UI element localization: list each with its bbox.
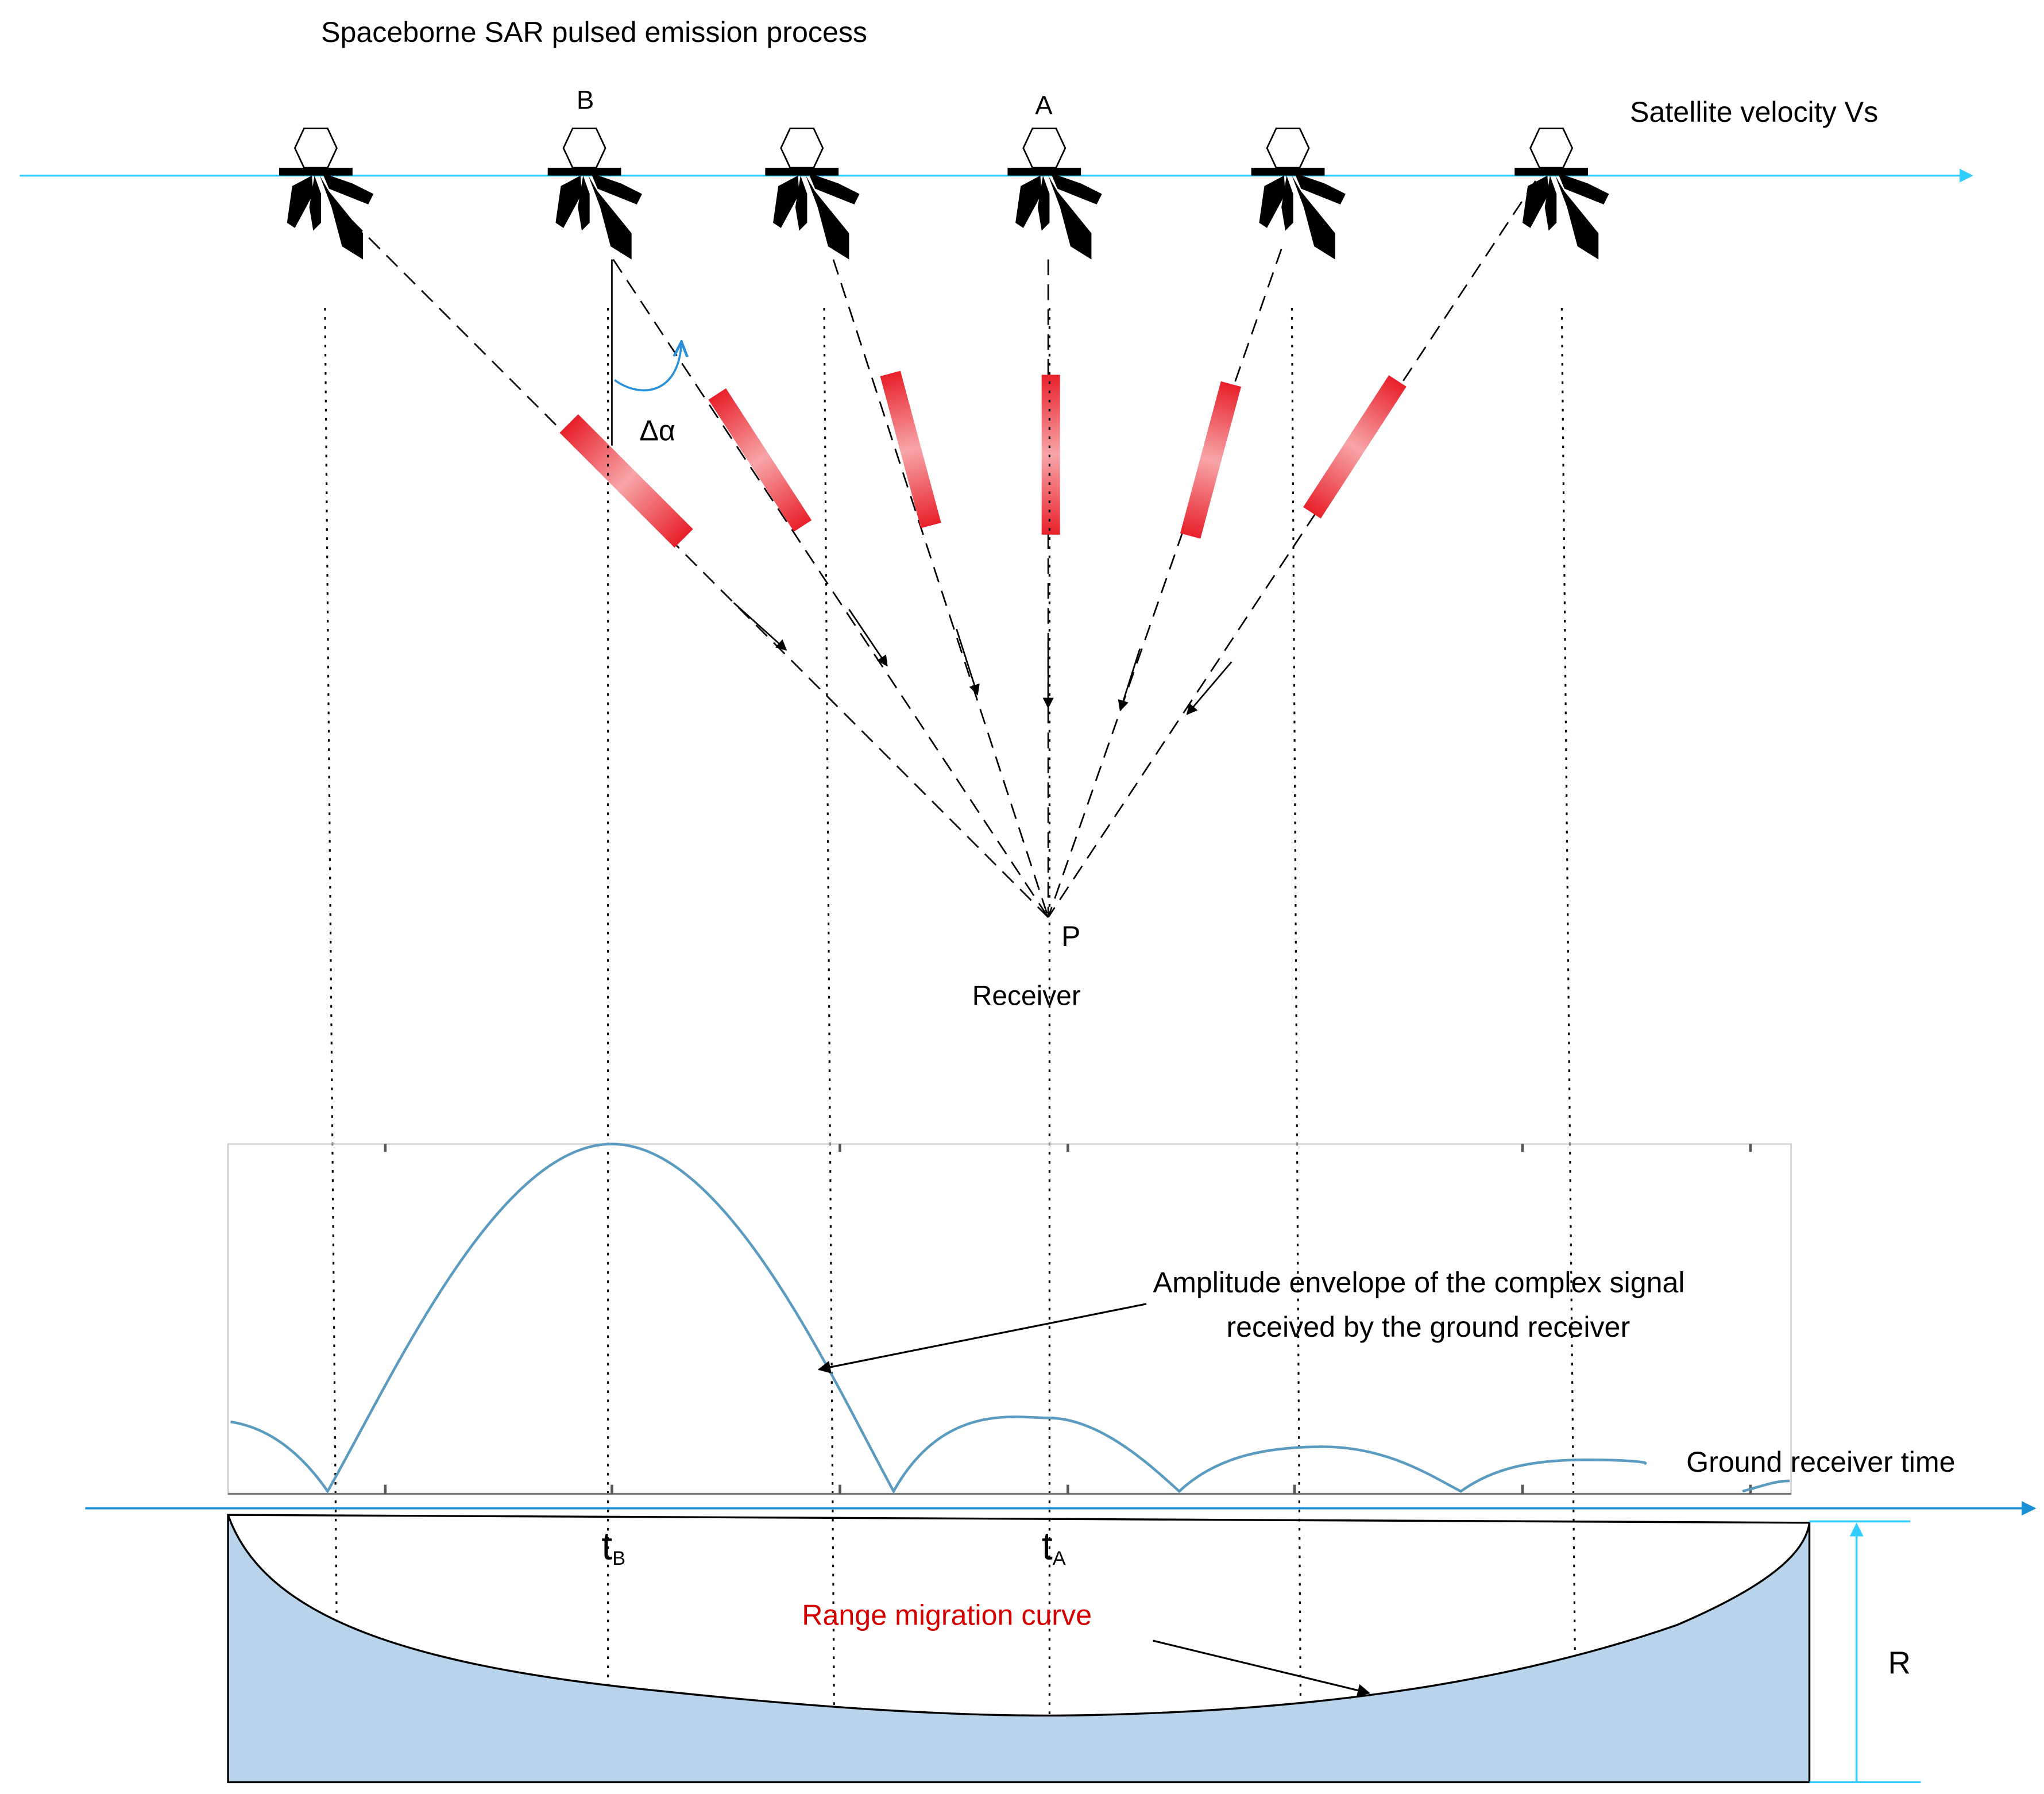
- tb-marker: tB: [601, 1524, 625, 1569]
- envelope-curve: [230, 1143, 1790, 1494]
- satellite-icon-3: [764, 128, 860, 261]
- beam-arrows: [733, 602, 1232, 715]
- pulse-2: [708, 388, 812, 532]
- point-a-label: A: [1035, 90, 1053, 119]
- satellite-icon-2: [547, 128, 643, 261]
- envelope-label-line1: Amplitude envelope of the complex signal: [1153, 1266, 1685, 1298]
- angle-label: Δα: [639, 414, 675, 446]
- satellite-icon-4: [1007, 128, 1103, 261]
- diagram-title: Spaceborne SAR pulsed emission process: [321, 16, 867, 48]
- angle-arc: [613, 344, 681, 392]
- migration-label: Range migration curve: [802, 1599, 1092, 1631]
- guide-lines: [324, 308, 1578, 1783]
- pulse-4: [1041, 375, 1060, 535]
- migration-pointer-arrow: [1153, 1639, 1371, 1697]
- receiver-label: Receiver: [972, 981, 1081, 1012]
- envelope-ticks: [384, 1144, 1752, 1494]
- satellite-icon-6: [1513, 128, 1610, 261]
- velocity-label: Satellite velocity Vs: [1630, 96, 1878, 128]
- ta-marker: tA: [1042, 1524, 1066, 1569]
- pulse-5: [1180, 381, 1242, 539]
- point-b-label: B: [577, 85, 594, 114]
- satellite-icon-5: [1250, 128, 1347, 261]
- pulse-6: [1303, 375, 1407, 519]
- beam-lines: [350, 180, 1536, 918]
- pulse-3: [880, 371, 941, 528]
- range-label: R: [1888, 1645, 1911, 1680]
- envelope-label-line2: received by the ground receiver: [1226, 1311, 1630, 1343]
- range-migration-area: [228, 1515, 1810, 1783]
- satellite-icon-1: [278, 128, 374, 261]
- target-label: P: [1061, 920, 1080, 952]
- envelope-pointer-arrow: [817, 1303, 1147, 1374]
- range-migration-curve: [227, 1514, 1811, 1717]
- pulse-1: [559, 414, 693, 548]
- time-axis-label: Ground receiver time: [1686, 1446, 1955, 1478]
